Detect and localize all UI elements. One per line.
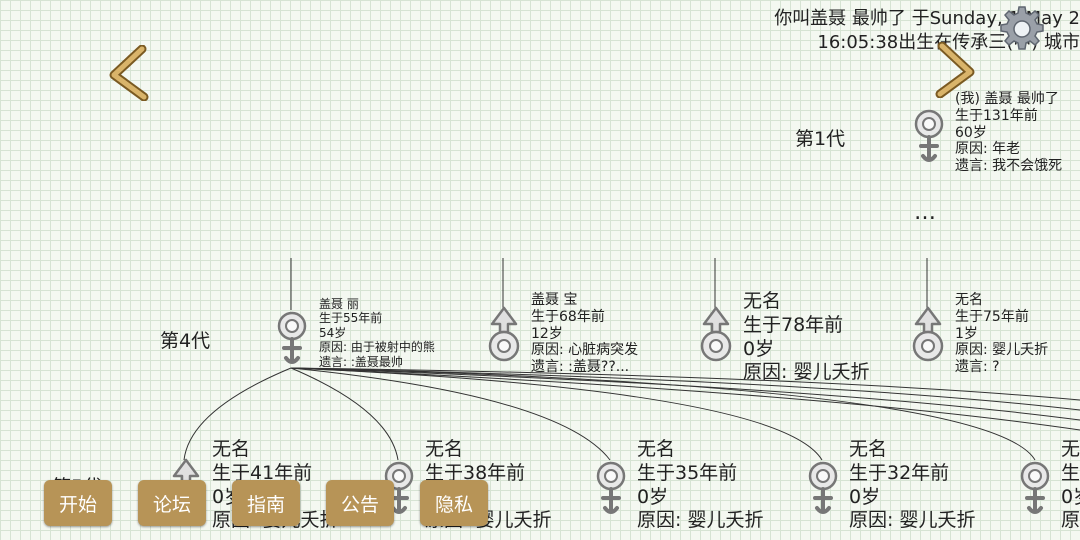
person-age: 54岁: [319, 325, 347, 340]
person-cause: 原因: 由于被射中的熊: [319, 340, 435, 355]
person-born: 生于38年前: [425, 461, 526, 484]
chevron-left-icon[interactable]: [106, 45, 150, 101]
person-name: 盖聂 宝: [531, 292, 578, 308]
person-will: 遗言: 我不会饿死: [955, 158, 1063, 175]
person-age: 0岁: [849, 485, 881, 508]
person-cause: 原因: 婴儿夭折: [743, 361, 870, 384]
person-born: 生于55年前: [319, 311, 383, 326]
guide-button[interactable]: 指南: [232, 480, 300, 526]
person-born: 生于131年前: [955, 107, 1038, 124]
person-born: 生于68年前: [531, 308, 605, 325]
person-born: 生于35年前: [637, 461, 738, 484]
person-age: 1岁: [955, 325, 978, 342]
person-cause: 原因: 婴儿夭折: [955, 342, 1049, 359]
person-name: 无名: [955, 292, 983, 308]
person-name: 无名: [637, 438, 676, 460]
male-symbol-icon: [486, 304, 522, 366]
person-name: 无名: [1061, 438, 1080, 460]
person-age: 12岁: [531, 325, 563, 342]
person-name: 盖聂 丽: [319, 297, 359, 311]
person-cause: 原因:: [1061, 509, 1080, 532]
person-will: 遗言: :盖聂最帅: [319, 354, 403, 369]
female-symbol-icon: [805, 458, 841, 520]
person-will: 遗言: ?: [955, 359, 1000, 376]
female-symbol-icon: [911, 106, 947, 168]
person-cause: 原因: 年老: [955, 141, 1021, 158]
notice-button[interactable]: 公告: [326, 480, 394, 526]
person-name: (我) 盖聂 最帅了: [955, 91, 1059, 107]
person-name: 无名: [743, 290, 782, 312]
female-symbol-icon: [593, 458, 629, 520]
ellipsis: …: [914, 200, 938, 225]
birth-info-line-1: 你叫盖聂 最帅了 于Sunday, 1 May 2: [774, 8, 1080, 29]
forum-button[interactable]: 论坛: [138, 480, 206, 526]
person-born: 生于: [1061, 461, 1080, 484]
person-born: 生于75年前: [955, 308, 1029, 325]
person-born: 生于32年前: [849, 461, 950, 484]
person-cause: 原因: 婴儿夭折: [849, 509, 976, 532]
male-symbol-icon: [910, 304, 946, 366]
person-born: 生于78年前: [743, 313, 844, 336]
person-will: 遗言: :盖聂??...: [531, 359, 630, 376]
gear-icon[interactable]: [998, 5, 1046, 53]
person-name: 无名: [212, 438, 251, 460]
privacy-button[interactable]: 隐私: [420, 480, 488, 526]
female-symbol-icon: [274, 308, 310, 370]
generation-1-label: 第1代: [795, 128, 846, 150]
start-button[interactable]: 开始: [44, 480, 112, 526]
person-age: 0岁: [637, 485, 669, 508]
person-age: 0岁: [1061, 485, 1080, 508]
female-symbol-icon: [1017, 458, 1053, 520]
chevron-right-icon[interactable]: [934, 42, 978, 98]
person-born: 生于41年前: [212, 461, 313, 484]
male-symbol-icon: [698, 304, 734, 366]
person-name: 无名: [849, 438, 888, 460]
person-cause: 原因: 心脏病突发: [531, 342, 639, 359]
person-age: 60岁: [955, 124, 987, 141]
person-age: 0岁: [743, 337, 775, 360]
person-cause: 原因: 婴儿夭折: [637, 509, 764, 532]
generation-4-label: 第4代: [160, 330, 211, 352]
person-name: 无名: [425, 438, 464, 460]
